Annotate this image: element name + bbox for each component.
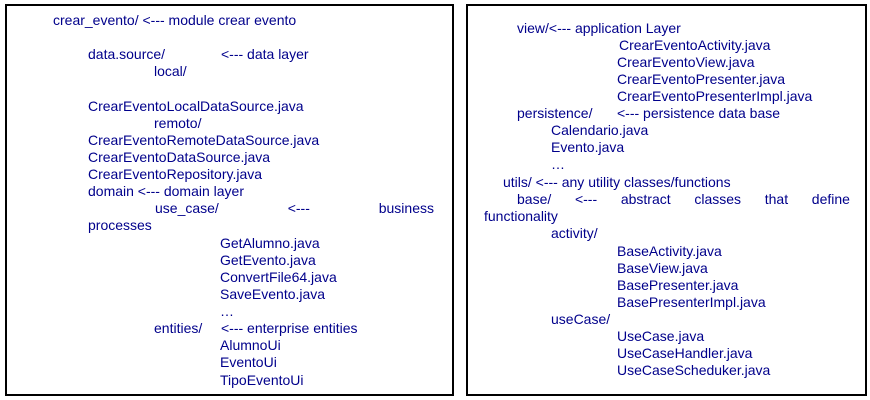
file-crear-evento-view: CrearEventoView.java [617,54,755,70]
file-base-activity: BaseActivity.java [617,243,722,259]
word-define: define [811,191,850,207]
file-base-view: BaseView.java [617,260,708,276]
entities-folder: entities/ [154,320,203,336]
file-get-evento: GetEvento.java [220,252,316,268]
file-crear-evento-activity: CrearEventoActivity.java [619,37,771,53]
entity-evento-ui: EventoUi [220,354,277,370]
file-get-alumno: GetAlumno.java [220,235,320,251]
ellipsis: … [551,156,565,172]
usecase-folder: useCase/ [551,311,611,327]
persistence-note: <--- persistence data base [617,105,781,121]
entities-note: <--- enterprise entities [221,320,358,336]
functionality-word: functionality [484,208,558,224]
file-crear-evento-presenter: CrearEventoPresenter.java [617,71,786,87]
data-source-folder: data.source/ [88,46,166,62]
file-remote-datasource: CrearEventoRemoteDataSource.java [88,132,320,148]
file-usecase-scheduker: UseCaseScheduker.java [617,362,771,378]
file-evento: Evento.java [551,139,625,155]
use-case-folder: use_case/ [155,200,219,216]
file-calendario: Calendario.java [551,122,649,138]
utils-line: utils/ <--- any utility classes/function… [503,174,731,190]
file-datasource: CrearEventoDataSource.java [88,149,271,165]
base-folder: base/ [517,191,552,207]
file-save-evento: SaveEvento.java [220,286,326,302]
processes-word: processes [88,217,152,233]
base-line: base/ <--- abstract classes that define [517,191,850,208]
remoto-folder: remoto/ [154,115,202,131]
data-layer-note: <--- data layer [221,46,309,62]
file-usecase: UseCase.java [617,328,705,344]
entity-alumno-ui: AlumnoUi [220,337,281,353]
word-classes: classes [694,191,742,207]
file-crear-evento-presenter-impl: CrearEventoPresenterImpl.java [617,88,813,104]
business-word: business [378,200,434,216]
file-base-presenter: BasePresenter.java [617,277,739,293]
domain-folder: domain <--- domain layer [88,183,245,199]
entity-tipo-evento-ui: TipoEventoUi [220,372,304,388]
local-folder: local/ [154,63,187,79]
left-panel: crear_evento/ <--- module crear evento d… [5,4,454,396]
base-arrow: <--- [574,191,598,207]
module-line: crear_evento/ <--- module crear evento [53,12,297,28]
file-repository: CrearEventoRepository.java [88,166,263,182]
file-base-presenter-impl: BasePresenterImpl.java [617,294,766,310]
persistence-folder: persistence/ [517,105,593,121]
activity-folder: activity/ [551,225,598,241]
use-case-line: use_case/ <--- business [155,200,434,217]
right-panel: view/<--- application Layer CrearEventoA… [466,4,867,396]
file-convert-file64: ConvertFile64.java [220,269,337,285]
word-that: that [764,191,789,207]
use-case-arrow: <--- [287,200,310,216]
word-abstract: abstract [620,191,671,207]
view-folder-line: view/<--- application Layer [517,20,681,36]
file-local-datasource: CrearEventoLocalDataSource.java [88,98,304,114]
file-usecase-handler: UseCaseHandler.java [617,345,753,361]
ellipsis: … [220,303,234,319]
